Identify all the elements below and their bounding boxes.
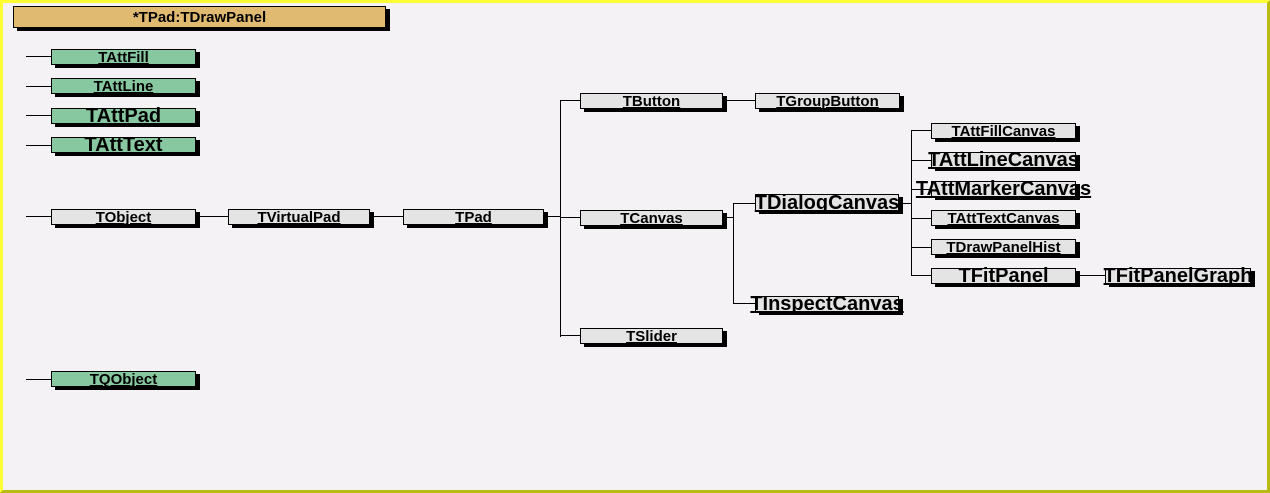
class-box-tfitpanel[interactable]: TFitPanel (931, 266, 1076, 286)
connector-line (26, 56, 51, 57)
class-box-tattlinecanvas[interactable]: TAttLineCanvas (928, 149, 1079, 171)
class-box-tattfillcanvas[interactable]: TAttFillCanvas (931, 123, 1076, 139)
connector-line (733, 203, 734, 304)
connector-line (911, 130, 931, 131)
connector-line (911, 189, 931, 190)
connector-line (911, 218, 931, 219)
connector-line (899, 203, 911, 204)
connector-line (544, 216, 560, 217)
connector-line (26, 115, 51, 116)
connector-line (26, 379, 51, 380)
class-box-tqobject[interactable]: TQObject (51, 371, 196, 387)
class-box-tobject[interactable]: TObject (51, 209, 196, 225)
diagram-title: *TPad:TDrawPanel (13, 6, 386, 28)
class-box-tcanvas[interactable]: TCanvas (580, 210, 723, 226)
connector-line (733, 303, 755, 304)
connector-line (560, 335, 580, 336)
class-box-tattline[interactable]: TAttLine (51, 78, 196, 94)
connector-line (723, 100, 755, 101)
connector-line (733, 203, 755, 204)
connector-line (560, 217, 580, 218)
class-box-tslider[interactable]: TSlider (580, 328, 723, 344)
connector-line (911, 247, 931, 248)
connector-line (26, 145, 51, 146)
class-box-tattfill[interactable]: TAttFill (51, 49, 196, 65)
connector-line (911, 160, 931, 161)
class-box-tattmarkercanvas[interactable]: TAttMarkerCanvas (915, 178, 1092, 200)
connector-line (26, 216, 51, 217)
connector-line (560, 100, 561, 337)
connector-line (911, 130, 912, 276)
class-box-tbutton[interactable]: TButton (580, 93, 723, 109)
class-box-tatttext[interactable]: TAttText (51, 135, 196, 155)
class-box-tinspectcanvas[interactable]: TInspectCanvas (750, 293, 904, 315)
class-box-tpad[interactable]: TPad (403, 209, 544, 225)
connector-line (911, 275, 931, 276)
connector-line (1076, 275, 1105, 276)
connector-line (370, 216, 403, 217)
connector-line (26, 86, 51, 87)
class-box-tvirtualpad[interactable]: TVirtualPad (228, 209, 370, 225)
class-box-tdrawpanelhist[interactable]: TDrawPanelHist (931, 239, 1076, 255)
class-box-tattpad[interactable]: TAttPad (51, 106, 196, 126)
class-box-tdialogcanvas[interactable]: TDialogCanvas (754, 191, 900, 214)
connector-line (560, 100, 580, 101)
connector-line (196, 216, 228, 217)
class-box-tatttextcanvas[interactable]: TAttTextCanvas (931, 210, 1076, 226)
class-box-tgroupbutton[interactable]: TGroupButton (755, 93, 900, 109)
class-box-tfitpanelgraph[interactable]: TFitPanelGraph (1103, 265, 1253, 287)
connector-line (723, 217, 733, 218)
